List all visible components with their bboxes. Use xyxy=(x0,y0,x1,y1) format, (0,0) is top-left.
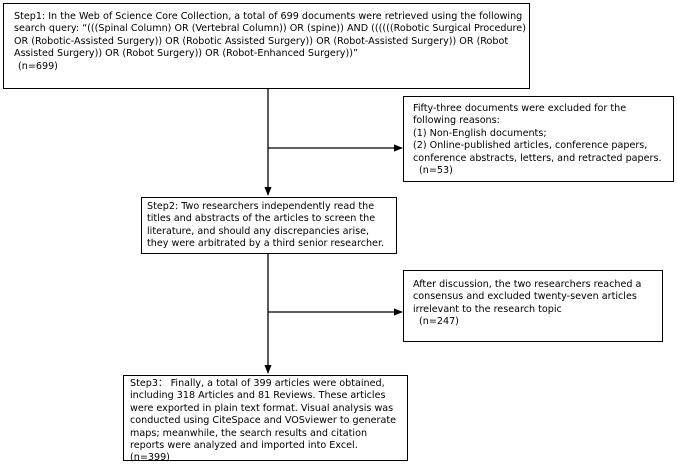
step1-line: Assisted Surgery)) OR (Robot Surgery)) O… xyxy=(14,48,358,60)
exclusion2-box: After discussion, the two researchers re… xyxy=(403,270,663,342)
exclusion1-box: Fifty-three documents were excluded for … xyxy=(403,96,674,182)
step3-line: Step3： Finally, a total of 399 articles … xyxy=(130,378,385,389)
step2-line: they were arbitrated by a third senior r… xyxy=(147,238,385,250)
exclusion1-line: Fifty-three documents were excluded for … xyxy=(413,103,627,114)
step1-line: OR (Robotic-Assisted Surgery)) OR (Robot… xyxy=(14,35,509,47)
step1-count: (n=699) xyxy=(18,60,58,72)
step3-line: were exported in plain text format. Visu… xyxy=(130,402,394,414)
step2-line: Step2: Two researchers independently rea… xyxy=(147,201,375,212)
exclusion1-line: (2) Online-published articles, conferenc… xyxy=(413,140,648,152)
step2-line: literature, and should any discrepancies… xyxy=(147,225,370,237)
exclusion2-line: After discussion, the two researchers re… xyxy=(413,279,642,290)
step1-box: Step1: In the Web of Science Core Collec… xyxy=(3,3,530,89)
step2-box: Step2: Two researchers independently rea… xyxy=(141,197,397,254)
exclusion2-count: (n=247) xyxy=(419,316,459,328)
step3-line: conducted using CiteSpace and VOSviewer … xyxy=(130,415,397,427)
step2-line: titles and abstracts of the articles to … xyxy=(147,213,376,225)
exclusion1-line: conference abstracts, letters, and retra… xyxy=(413,152,662,164)
exclusion1-line: (1) Non-English documents; xyxy=(413,127,547,139)
step3-box: Step3： Finally, a total of 399 articles … xyxy=(123,375,408,464)
exclusion1-line: following reasons: xyxy=(413,115,500,127)
exclusion2-line: consensus and excluded twenty-seven arti… xyxy=(413,291,637,303)
exclusion1-count: (n=53) xyxy=(419,165,453,177)
step3-line: maps; meanwhile, the search results and … xyxy=(130,427,368,439)
exclusion2-line: irrelevant to the research topic xyxy=(413,303,562,315)
step3-line: reports were analyzed and imported into … xyxy=(130,440,358,452)
step3-line: including 318 Articles and 81 Reviews. T… xyxy=(130,390,386,402)
step1-line: search query: “(((Spinal Column) OR (Ver… xyxy=(14,23,526,35)
step3-count: (n=399) xyxy=(130,452,170,464)
step1-line: Step1: In the Web of Science Core Collec… xyxy=(14,11,523,22)
